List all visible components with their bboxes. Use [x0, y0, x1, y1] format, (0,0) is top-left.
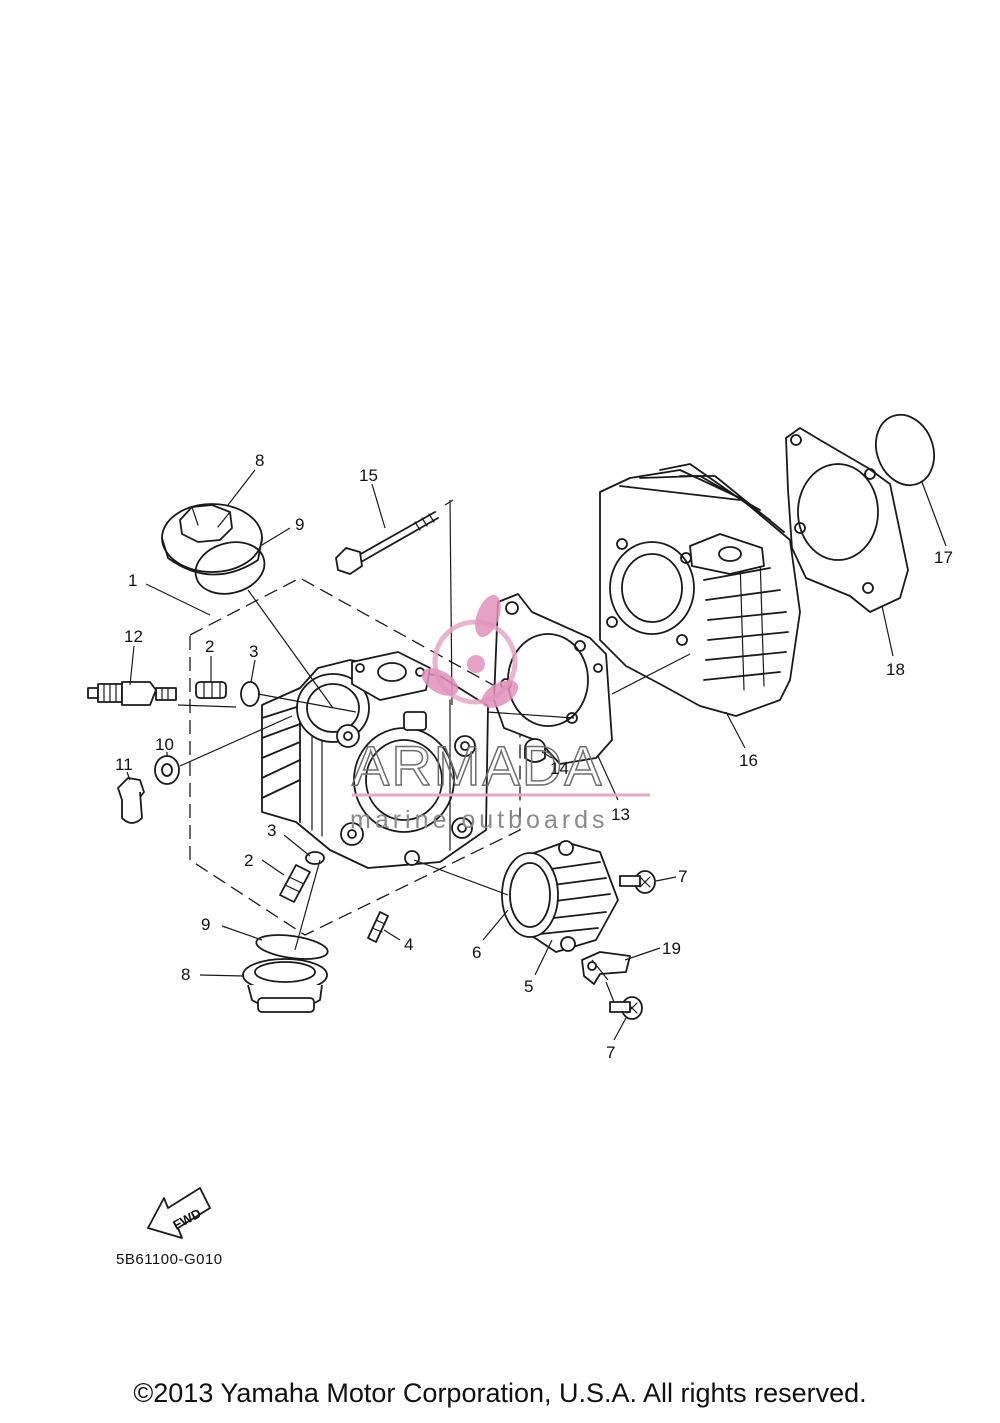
- leader-11: [126, 771, 131, 781]
- axis-line: [294, 859, 321, 951]
- leader-7a: [655, 876, 677, 882]
- axis-line: [257, 693, 357, 713]
- axis-line: [486, 711, 575, 719]
- axis-line: [247, 589, 334, 709]
- part-16-cylinder[interactable]: [599, 463, 801, 717]
- axis-line: [177, 704, 237, 708]
- copyright-notice: ©2013 Yamaha Motor Corporation, U.S.A. A…: [133, 1378, 867, 1408]
- leader-16: [725, 711, 746, 749]
- callout-2[interactable]: 2: [244, 851, 253, 870]
- part-11-bolt[interactable]: [117, 777, 145, 824]
- callout-6[interactable]: 6: [472, 943, 481, 962]
- watermark-title: ARMADA: [352, 734, 604, 797]
- callout-19[interactable]: 19: [662, 939, 681, 958]
- leader-17: [921, 481, 947, 547]
- axis-line: [449, 499, 453, 706]
- axis-line: [413, 859, 509, 896]
- axis-line: [444, 499, 454, 506]
- leader-5: [534, 939, 553, 976]
- leader-9b: [221, 925, 263, 941]
- callout-3[interactable]: 3: [249, 642, 258, 661]
- callout-11[interactable]: 11: [115, 755, 133, 774]
- part-13-gasket[interactable]: [493, 593, 613, 765]
- leader-8b: [199, 974, 245, 977]
- part-8-plug-bottom[interactable]: [242, 958, 328, 1013]
- part-7-screw-upper[interactable]: [619, 870, 656, 894]
- part-12-spark-plug[interactable]: [87, 681, 177, 706]
- callout-8[interactable]: 8: [255, 451, 264, 470]
- leader-12: [129, 645, 135, 686]
- watermark-subtitle: marine outboards: [350, 806, 609, 834]
- watermark: ARMADA marine outboards: [350, 594, 650, 834]
- part-2-adjuster-lower[interactable]: [279, 864, 311, 903]
- callout-16[interactable]: 16: [739, 751, 758, 770]
- leader-2b: [261, 859, 285, 876]
- axis-line: [605, 981, 615, 1003]
- callout-18[interactable]: 18: [886, 660, 905, 679]
- leader-7b: [613, 1017, 627, 1041]
- part-4-stud[interactable]: [367, 911, 389, 943]
- part-6-gasket[interactable]: [501, 852, 559, 938]
- leader-1: [145, 583, 211, 616]
- leader-19: [624, 947, 661, 961]
- axis-line: [591, 959, 609, 981]
- fwd-arrow-icon: FWD: [147, 1187, 211, 1239]
- callout-7[interactable]: 7: [678, 867, 687, 886]
- leader-18: [881, 605, 894, 657]
- part-10-washer[interactable]: [154, 755, 180, 785]
- leader-8a: [227, 469, 256, 506]
- part-7-screw-lower[interactable]: [609, 996, 643, 1020]
- axis-line: [179, 715, 293, 767]
- part-19-bracket[interactable]: [581, 951, 631, 985]
- part-17-oring[interactable]: [866, 407, 943, 494]
- part-9-oring-top[interactable]: [190, 535, 271, 601]
- leader-3a: [250, 659, 256, 683]
- part-8-plug-top[interactable]: [161, 503, 263, 576]
- axis-line: [611, 653, 691, 695]
- part-3-oring-upper[interactable]: [240, 681, 260, 707]
- callout-2[interactable]: 2: [205, 637, 214, 656]
- callout-4[interactable]: 4: [404, 935, 413, 954]
- callout-9[interactable]: 9: [201, 915, 210, 934]
- callout-17[interactable]: 17: [934, 548, 953, 567]
- callout-7[interactable]: 7: [606, 1043, 615, 1062]
- leader-14: [541, 751, 553, 759]
- part-9-oring-bottom[interactable]: [255, 931, 329, 963]
- part-3-oring-lower[interactable]: [305, 851, 325, 865]
- part-1-cylinder-head[interactable]: [261, 651, 489, 869]
- callout-12[interactable]: 12: [124, 627, 143, 646]
- callout-3[interactable]: 3: [267, 821, 276, 840]
- leader-9a: [261, 527, 291, 546]
- callout-9[interactable]: 9: [295, 515, 304, 534]
- callout-8[interactable]: 8: [181, 965, 190, 984]
- callout-5[interactable]: 5: [524, 977, 533, 996]
- leader-4: [383, 929, 401, 941]
- callout-15[interactable]: 15: [359, 466, 378, 485]
- leader-15: [371, 483, 386, 529]
- part-15-bolt[interactable]: [335, 511, 439, 575]
- part-2-adjuster-upper[interactable]: [195, 681, 227, 699]
- callout-14[interactable]: 14: [550, 759, 569, 778]
- leader-13: [597, 755, 619, 801]
- part-14-dowel[interactable]: [524, 738, 546, 763]
- callout-10[interactable]: 10: [155, 735, 174, 754]
- assembly-boundary: [189, 577, 521, 936]
- diagram-code: 5B61100-G010: [116, 1251, 223, 1268]
- callout-1[interactable]: 1: [128, 571, 137, 590]
- leader-6: [482, 909, 509, 941]
- callout-13[interactable]: 13: [611, 805, 630, 824]
- leader-3b: [283, 834, 311, 857]
- part-18-gasket[interactable]: [785, 427, 909, 613]
